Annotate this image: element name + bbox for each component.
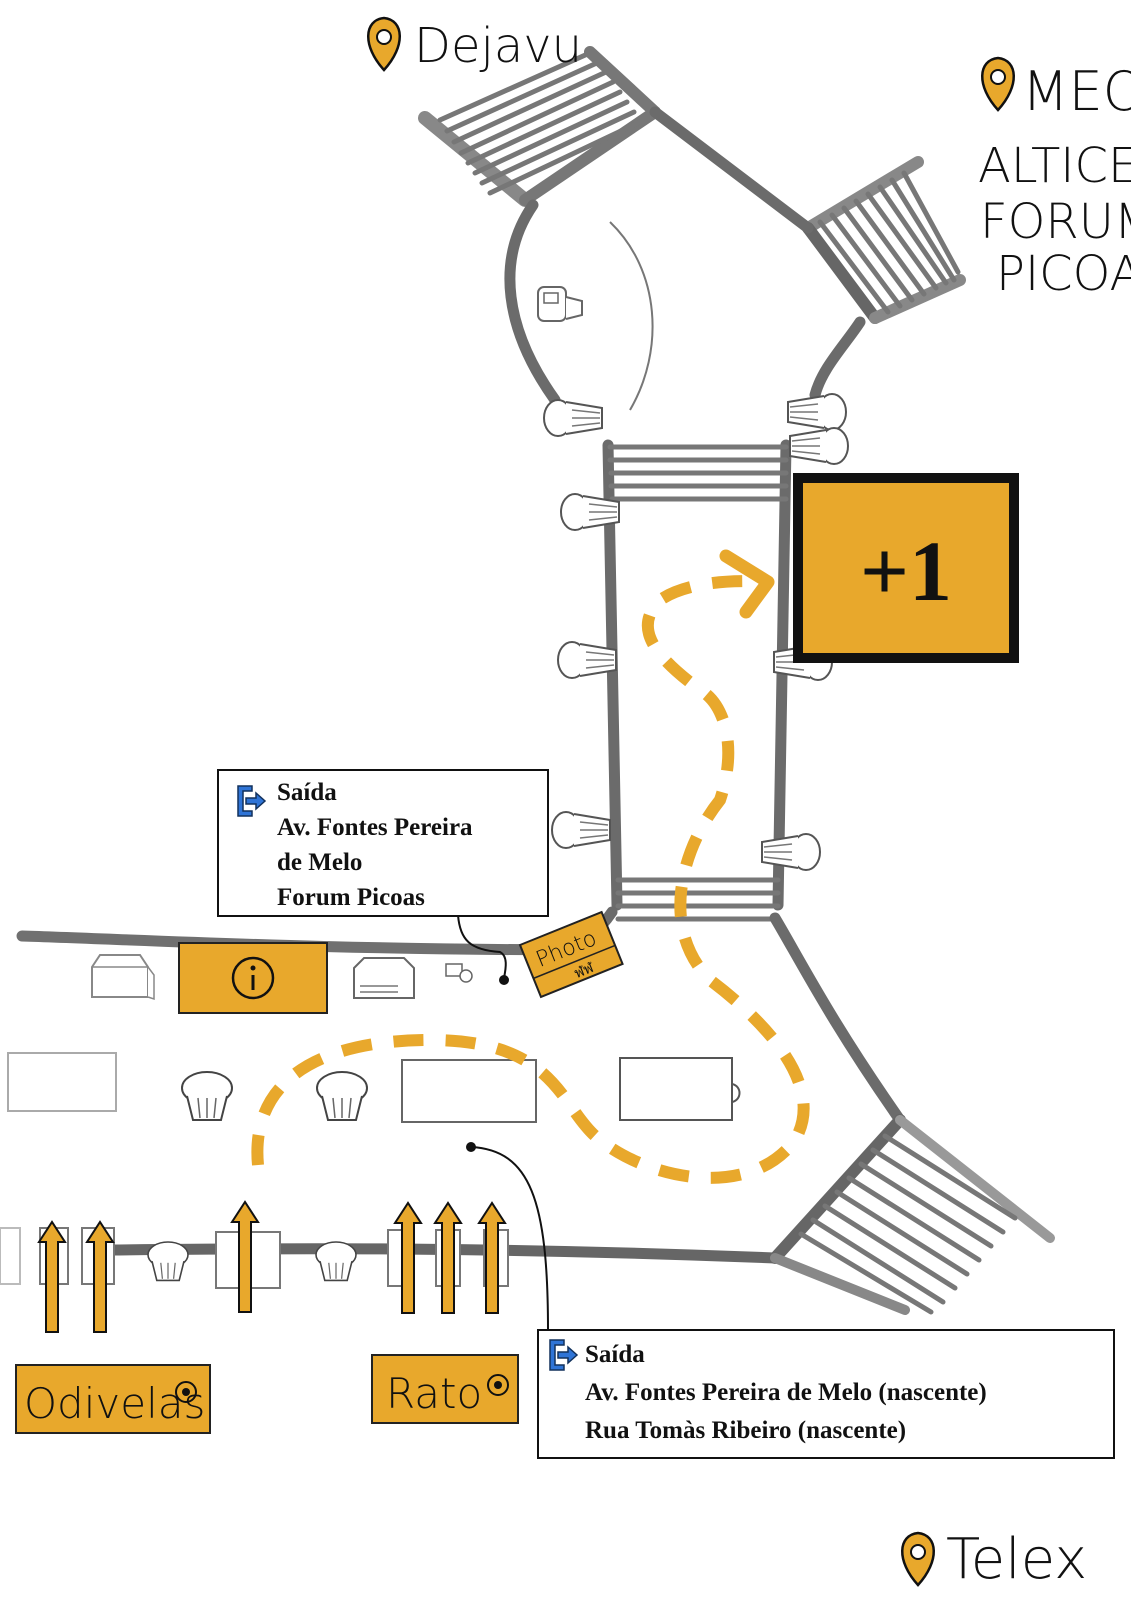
exit-callout-top[interactable]: Saída Av. Fontes Pereira de Melo Forum P… [217, 769, 549, 917]
place-meo-line3: FORUM [980, 194, 1131, 250]
metro-logo-icon [175, 1381, 197, 1403]
exit-bottom-line2: Av. Fontes Pereira de Melo (nascente) [585, 1379, 987, 1406]
exit-top-line3: de Melo [277, 849, 362, 876]
metro-logo-icon-rato [487, 1374, 509, 1396]
direction-rato-label: Rato [386, 1369, 482, 1418]
direction-odivelas-label: Odivelas [24, 1379, 205, 1428]
upper-hall [504, 106, 866, 406]
exit-top-line2: Av. Fontes Pereira [277, 814, 473, 841]
exit-pointer-dot-top [499, 975, 509, 985]
exit-callout-bottom[interactable]: Saída Av. Fontes Pereira de Melo (nascen… [537, 1329, 1115, 1459]
stairs-lower-landing[interactable] [615, 877, 781, 922]
route-arrowhead [719, 549, 775, 619]
exit-top-line4: Forum Picoas [277, 884, 425, 911]
exit-top-leader [457, 914, 507, 979]
location-pin-icon [366, 16, 402, 72]
direction-odivelas[interactable]: Odivelas [15, 1364, 211, 1434]
location-pin-icon-meo [980, 56, 1016, 112]
info-booth[interactable] [178, 942, 328, 1014]
place-meo-line4: PICOAS [996, 246, 1131, 302]
level-badge: +1 [793, 473, 1019, 663]
stairs-meo-forum-picoas[interactable] [802, 156, 966, 324]
place-meo-line1: MEO/ [1022, 60, 1131, 123]
place-dejavu-label: Dejavu [414, 18, 582, 74]
exit-bottom-title: Saída [585, 1341, 645, 1368]
main-corridor [602, 439, 792, 911]
level-badge-label: +1 [860, 523, 952, 619]
place-dejavu[interactable]: Dejavu [366, 16, 582, 74]
stairs-dejavu[interactable] [418, 46, 661, 207]
vending-machine-icon [537, 286, 583, 322]
stairs-upper-landing[interactable] [607, 444, 789, 502]
place-meo-line2: ALTICE/ [978, 138, 1131, 194]
direction-rato[interactable]: Rato [371, 1354, 519, 1424]
kiosk-middle [353, 957, 415, 999]
exit-bottom-line3: Rua Tomàs Ribeiro (nascente) [585, 1417, 906, 1444]
exit-top-title: Saída [277, 779, 337, 806]
place-meo[interactable]: MEO/ ALTICE/ FORUM PICOAS [978, 56, 1131, 302]
kiosk-left [91, 954, 155, 1001]
escalator-curve [609, 221, 654, 411]
pillars [0, 1227, 509, 1289]
bench-right [619, 1057, 741, 1121]
route-path [251, 575, 810, 1184]
place-telex[interactable]: Telex [900, 1527, 1087, 1592]
photo-booth-sublabel: ฬฬ [572, 960, 596, 982]
stairs-telex[interactable] [769, 1114, 1055, 1315]
info-icon [231, 956, 275, 1000]
exit-bottom-leader [470, 1146, 549, 1331]
ticket-machine-icon [445, 963, 473, 983]
place-telex-label: Telex [946, 1527, 1087, 1592]
bench-center [401, 1059, 537, 1123]
arrows-rato [394, 1202, 506, 1314]
location-pin-icon-telex [900, 1531, 936, 1587]
bench-far-left [7, 1052, 117, 1112]
photo-booth[interactable]: Photo ฬฬ [518, 910, 624, 999]
